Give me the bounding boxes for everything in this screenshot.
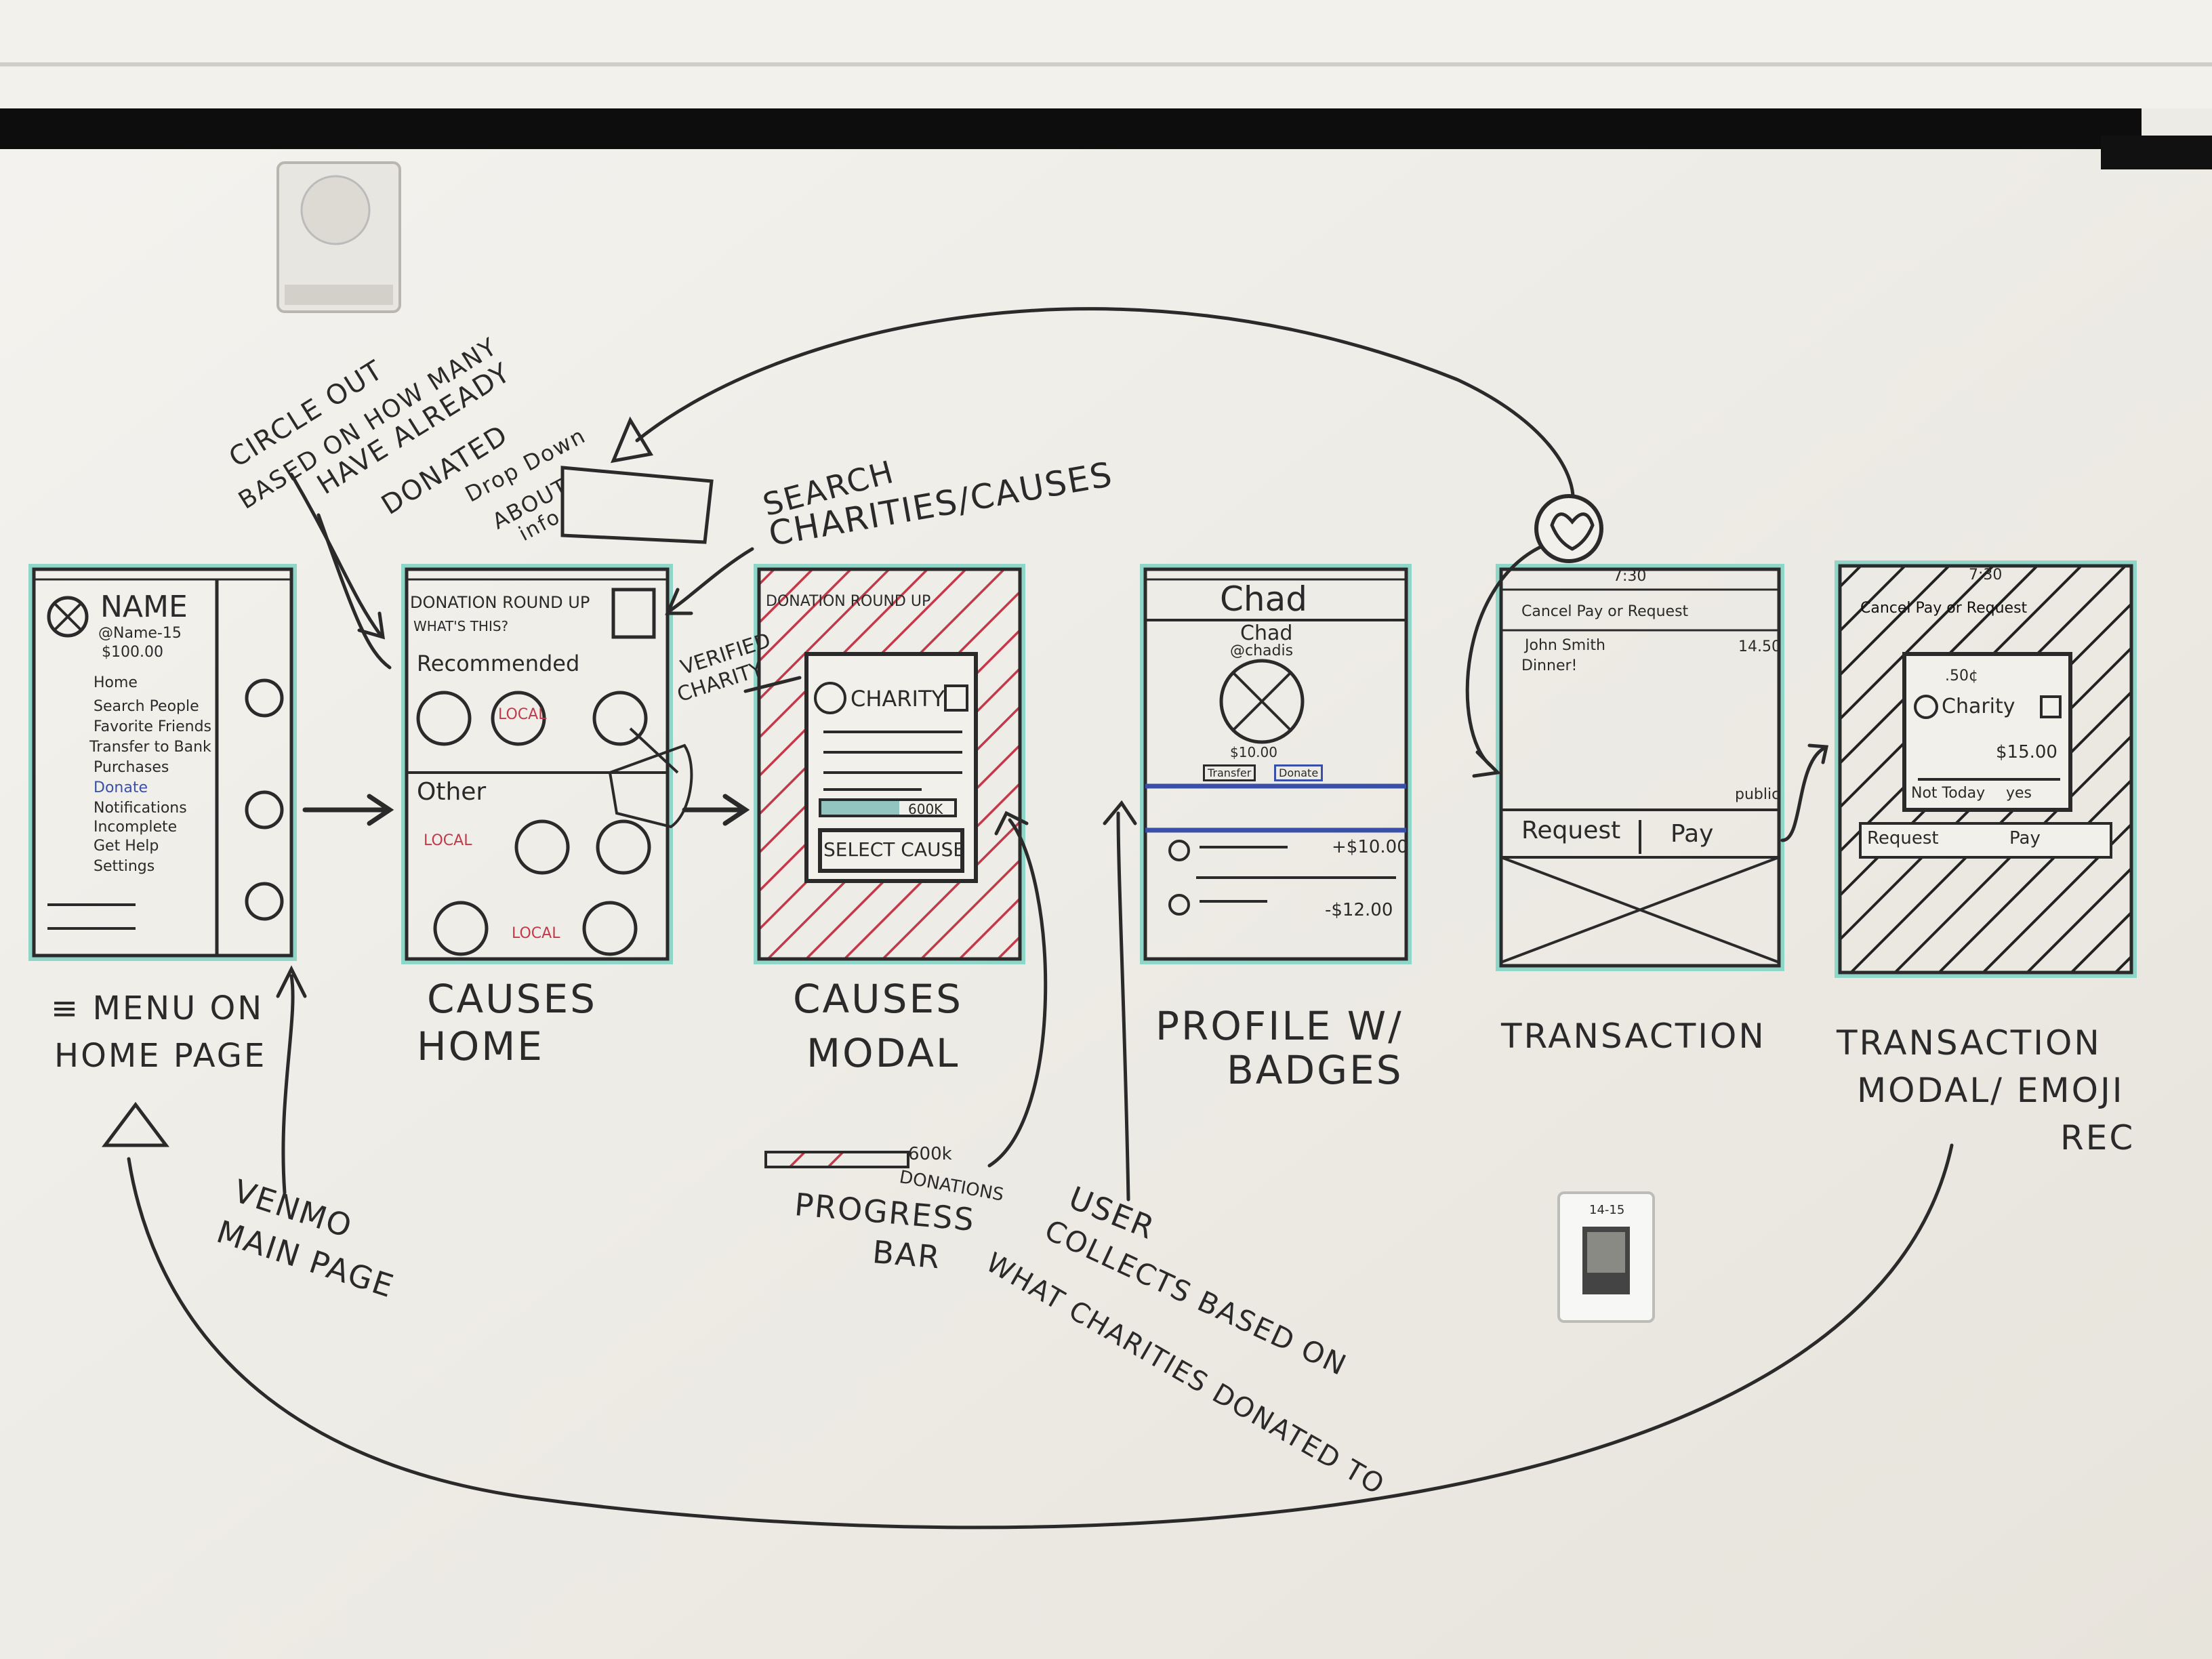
label-menu-line1: ≡ MENU ON — [51, 989, 264, 1027]
causes-home-title: DONATION ROUND UP — [410, 593, 590, 612]
transaction-modal-charity: Charity — [1942, 695, 2015, 718]
label-transaction: TRANSACTION — [1501, 1017, 1766, 1056]
transaction-privacy[interactable]: public — [1735, 786, 1780, 803]
transaction-modal-not-today[interactable]: Not Today — [1911, 785, 1986, 802]
transaction-modal-donation: $15.00 — [1996, 742, 2057, 762]
menu-item-search-people[interactable]: Search People — [94, 698, 199, 715]
annotation-progress-line2: BAR — [871, 1233, 943, 1276]
menu-item-incomplete[interactable]: Incomplete — [94, 819, 178, 836]
transaction-amount: 14.50 — [1738, 638, 1781, 655]
menu-item-get-help[interactable]: Get Help — [94, 838, 159, 855]
transaction-pay-button[interactable]: Pay — [1671, 820, 1714, 848]
causes-home-subtitle[interactable]: WHAT'S THIS? — [413, 618, 509, 634]
menu-item-favorite-friends[interactable]: Favorite Friends — [94, 718, 212, 735]
heart-emoji-sketch — [1534, 494, 1603, 563]
label-causes-home-line2: HOME — [417, 1023, 544, 1069]
screen-transaction — [1496, 564, 1784, 971]
menu-item-purchases[interactable]: Purchases — [94, 759, 169, 776]
label-transaction-modal-line1: TRANSACTION — [1837, 1023, 2102, 1063]
menu-item-notifications[interactable]: Notifications — [94, 800, 187, 817]
profile-name: Chad — [1240, 621, 1293, 645]
hand-pointer-sketch — [608, 727, 693, 829]
transaction-modal-time: 7:30 — [1969, 567, 2003, 583]
transaction-time: 7:30 — [1613, 568, 1647, 585]
causes-home-recommended: Recommended — [417, 651, 580, 676]
screen-causes-modal — [754, 564, 1025, 964]
menu-name: NAME — [100, 590, 188, 624]
projector-screen-bar — [0, 108, 2142, 149]
profile-handle: @chadis — [1230, 642, 1294, 659]
label-profile-line2: BADGES — [1227, 1047, 1404, 1093]
screen-profile — [1140, 564, 1412, 964]
label-transaction-modal-line3: REC — [2060, 1118, 2135, 1158]
causes-home-local-2: LOCAL — [424, 832, 472, 849]
transaction-modal-roundup: .50¢ — [1945, 668, 1978, 684]
causes-modal-select-button[interactable]: SELECT CAUSE — [823, 838, 965, 861]
transaction-header: Cancel Pay or Request — [1521, 603, 1689, 620]
transaction-request-button[interactable]: Request — [1521, 817, 1621, 844]
transaction-memo: Dinner! — [1521, 657, 1578, 674]
screen-menu — [28, 564, 297, 961]
screen-transaction-modal — [1835, 560, 2137, 978]
label-profile-line1: PROFILE W/ — [1155, 1003, 1404, 1049]
profile-title: Chad — [1220, 579, 1307, 619]
causes-modal-progress: 600K — [908, 801, 943, 817]
profile-amount: $10.00 — [1230, 744, 1277, 760]
menu-item-home[interactable]: Home — [94, 674, 138, 691]
label-causes-modal-line1: CAUSES — [793, 976, 963, 1022]
thermostat — [1557, 1191, 1655, 1323]
transaction-modal-yes[interactable]: yes — [2006, 785, 2032, 802]
flow-arrows — [302, 743, 1829, 842]
progress-bar-sketch — [764, 1151, 909, 1168]
label-transaction-modal-line2: MODAL/ EMOJI — [1857, 1071, 2125, 1110]
label-menu-line2: HOME PAGE — [54, 1037, 267, 1075]
transaction-recipient: John Smith — [1525, 637, 1605, 654]
transaction-modal-header: Cancel Pay or Request — [1860, 600, 2028, 617]
projector-screen-rod — [2101, 136, 2212, 169]
thermostat-label: 14-15 — [1589, 1203, 1625, 1217]
annotation-arrows — [102, 307, 1954, 1530]
causes-home-local-3: LOCAL — [512, 925, 560, 942]
projector-screen-housing — [0, 0, 2212, 108]
causes-modal-title: DONATION ROUND UP — [766, 593, 931, 610]
label-causes-home-line1: CAUSES — [427, 976, 597, 1022]
causes-home-other: Other — [417, 778, 487, 806]
causes-modal-charity: CHARITY — [851, 686, 945, 712]
profile-donate-button[interactable]: Donate — [1274, 764, 1324, 781]
menu-handle: @Name-15 — [98, 625, 182, 642]
profile-transfer-button[interactable]: Transfer — [1203, 764, 1256, 781]
menu-item-settings[interactable]: Settings — [94, 858, 155, 875]
annotation-progress-amount: 600k — [908, 1144, 952, 1164]
label-causes-modal-line2: MODAL — [806, 1030, 960, 1076]
menu-item-transfer[interactable]: Transfer to Bank — [89, 739, 211, 756]
profile-tx1-amount: +$10.00 — [1332, 837, 1408, 857]
menu-item-donate[interactable]: Donate — [94, 779, 148, 796]
transaction-modal-request[interactable]: Request — [1867, 828, 1939, 848]
ceiling-speaker — [276, 161, 401, 313]
profile-tx2-amount: -$12.00 — [1325, 900, 1393, 920]
causes-home-local-1: LOCAL — [498, 706, 547, 723]
menu-balance: $100.00 — [102, 644, 163, 661]
transaction-modal-pay[interactable]: Pay — [2009, 828, 2041, 848]
